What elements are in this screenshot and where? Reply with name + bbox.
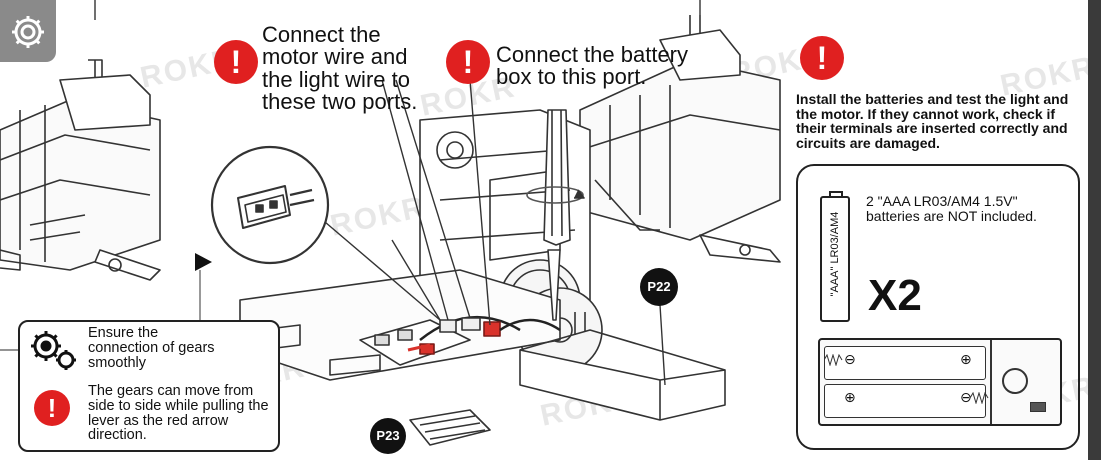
battery-quantity: X2: [868, 271, 922, 320]
gears-icon: [31, 331, 76, 370]
gear-icon: [12, 16, 44, 48]
page-badge-p23: P23: [370, 418, 406, 454]
left-train-body: [0, 59, 161, 281]
exclamation-icon: !: [800, 36, 844, 80]
play-icon: [195, 253, 212, 271]
battery-type-label: "AAA" LR03/AM4: [829, 211, 841, 297]
magnified-connector: [237, 185, 315, 229]
aaa-battery-illustration: "AAA" LR03/AM4: [820, 191, 850, 322]
gear-note-box: Ensure the connection of gears smoothly …: [18, 320, 280, 452]
minus-terminal: ⊖: [844, 352, 856, 368]
page-edge-bar: [1088, 0, 1101, 460]
exclamation-icon: !: [214, 40, 258, 84]
page-badge-p22: P22: [640, 268, 678, 306]
exclamation-icon: !: [446, 40, 490, 84]
right-train-body: [579, 15, 781, 263]
battery-holder-illustration: ⊖ ⊕ ⊕ ⊖: [818, 338, 1062, 426]
settings-button[interactable]: [0, 0, 56, 62]
gear-lever-note: The gears can move from side to side whi…: [88, 383, 269, 444]
battery-panel: "AAA" LR03/AM4 2 "AAA LR03/AM4 1.5V" bat…: [796, 164, 1080, 450]
gear-ensure-note: Ensure the connection of gears smoothly: [88, 325, 215, 371]
battery-box: [519, 312, 726, 421]
motor-light-callout: Connect the motor wire and the light wir…: [262, 22, 418, 115]
install-test-callout: Install the batteries and test the light…: [796, 91, 1069, 152]
screwdriver: [526, 109, 585, 321]
battery-not-included-note: 2 "AAA LR03/AM4 1.5V" batteries are NOT …: [866, 193, 1037, 224]
battery-port-callout: Connect the battery box to this port.: [496, 42, 689, 90]
exclamation-icon: !: [34, 390, 70, 426]
spring-icon: [824, 354, 843, 366]
leader-lines: [94, 0, 701, 326]
chassis-frame: [239, 109, 603, 446]
spring-icon: [970, 392, 989, 404]
minus-terminal: ⊖: [960, 390, 972, 406]
plus-terminal: ⊕: [960, 352, 972, 368]
plus-terminal: ⊕: [844, 390, 856, 406]
